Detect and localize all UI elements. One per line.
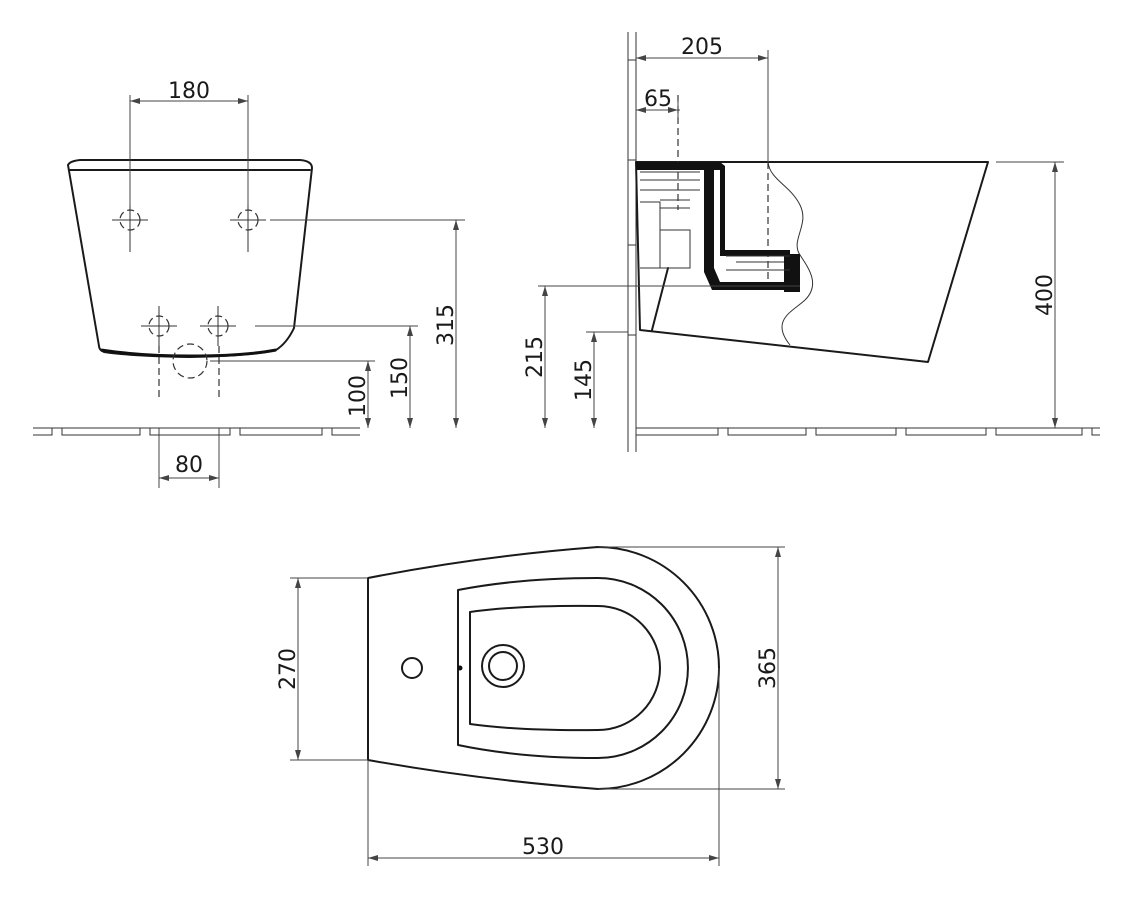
front-base-band <box>100 348 277 358</box>
front-body-outline <box>67 159 313 358</box>
dim-150-label: 150 <box>388 357 413 399</box>
side-view: 205 65 400 215 145 <box>523 32 1100 452</box>
dim-145-label: 145 <box>572 359 597 401</box>
dim-365-label: 365 <box>756 647 781 689</box>
top-view: 270 365 530 <box>276 546 785 866</box>
dim-waste-height: 215 <box>523 285 800 428</box>
inlet-hole-right <box>200 306 236 346</box>
drain-outlet <box>481 644 525 688</box>
dim-315-label: 315 <box>434 304 459 346</box>
front-view: 180 315 150 100 80 <box>33 79 465 488</box>
dim-400-label: 400 <box>1033 274 1058 316</box>
dim-80-label: 80 <box>175 453 203 478</box>
top-body-outline <box>367 546 720 790</box>
dim-100-label: 100 <box>346 375 371 417</box>
dim-outlet-spacing: 80 <box>158 428 220 488</box>
dim-205-label: 205 <box>681 35 723 60</box>
waste-pipe <box>636 162 800 292</box>
top-bowl-outer <box>457 577 689 759</box>
dim-rim-height: 400 <box>996 161 1064 428</box>
dim-outlet-height: 100 <box>210 360 375 428</box>
wall <box>627 32 637 452</box>
side-body-underside <box>651 267 669 331</box>
waste-outlet <box>158 343 220 400</box>
dim-180-label: 180 <box>168 79 210 104</box>
dim-wall-offset: 65 <box>636 87 680 118</box>
dim-530-label: 530 <box>522 835 564 860</box>
dim-fixing-height: 315 <box>270 219 465 428</box>
dim-270-label: 270 <box>276 648 301 690</box>
top-bowl-inner <box>469 604 661 732</box>
fixing-hole-left <box>112 200 148 252</box>
dim-back-width: 270 <box>276 577 368 761</box>
dim-width: 365 <box>598 546 785 790</box>
dim-waste-projection: 205 <box>636 35 769 162</box>
side-centerline <box>677 95 769 290</box>
overflow-dot <box>457 665 463 671</box>
inlet-hole-left <box>141 306 177 346</box>
dim-length: 530 <box>367 668 720 866</box>
dim-fixing-spacing: 180 <box>129 79 249 205</box>
side-floor <box>636 427 1100 436</box>
dim-65-label: 65 <box>644 87 672 112</box>
dim-side-inlet-height: 145 <box>572 331 628 428</box>
front-floor <box>33 427 360 436</box>
side-body-outline <box>635 161 989 363</box>
tap-hole <box>401 657 423 679</box>
fixing-hole-right <box>230 200 266 252</box>
dim-inlet-height: 150 <box>255 325 418 428</box>
dim-215-label: 215 <box>523 336 548 378</box>
